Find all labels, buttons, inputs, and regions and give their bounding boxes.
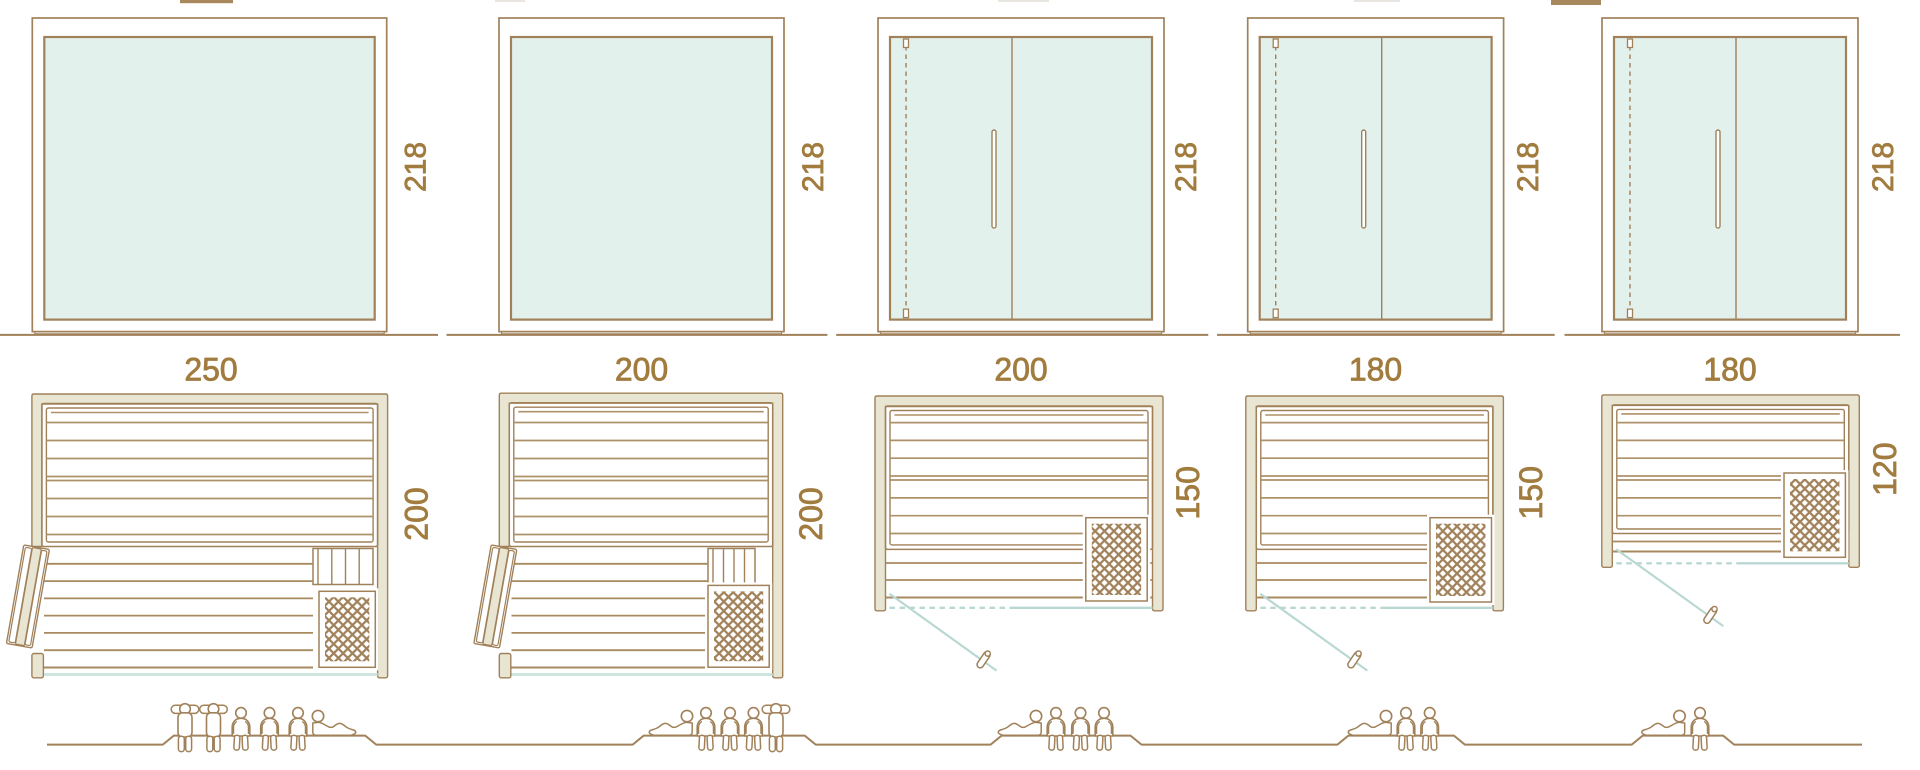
svg-text:250: 250 — [184, 352, 237, 388]
svg-text:180: 180 — [1349, 352, 1402, 388]
svg-text:200: 200 — [615, 352, 668, 388]
svg-text:150: 150 — [1513, 466, 1549, 519]
svg-text:218: 218 — [400, 142, 433, 192]
svg-text:200: 200 — [793, 487, 829, 540]
svg-text:218: 218 — [1170, 142, 1203, 192]
svg-text:120: 120 — [1867, 443, 1903, 496]
svg-text:200: 200 — [994, 352, 1047, 388]
svg-text:218: 218 — [1867, 142, 1900, 192]
svg-text:150: 150 — [1170, 466, 1206, 519]
svg-text:180: 180 — [1703, 352, 1756, 388]
svg-text:218: 218 — [1512, 142, 1545, 192]
svg-text:218: 218 — [797, 142, 830, 192]
svg-text:200: 200 — [399, 487, 435, 540]
